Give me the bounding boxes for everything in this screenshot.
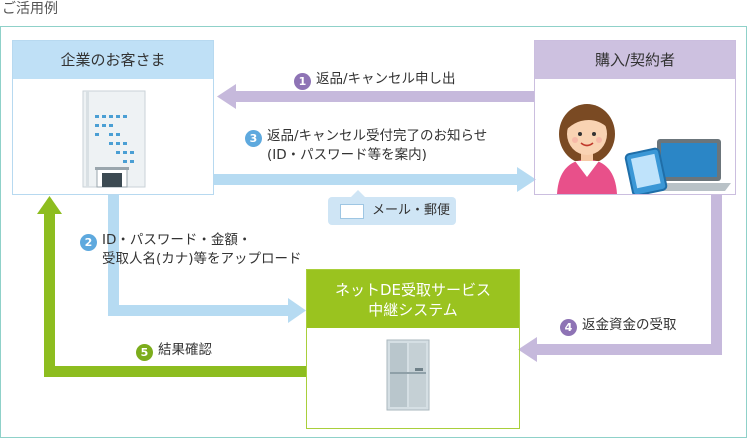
step-1-number-badge: 1: [294, 73, 311, 90]
step-3-label: 3 返品/キャンセル受付完了のお知らせ: [245, 127, 487, 147]
page-title: ご活用例: [2, 1, 58, 17]
diagram-frame: [0, 26, 747, 438]
step-3-number-badge: 3: [245, 130, 262, 147]
step-3-text-line1: 返品/キャンセル受付完了のお知らせ: [267, 128, 488, 144]
step-2-text-line1: ID・パスワード・金額・: [102, 232, 252, 248]
step-2-number-badge: 2: [80, 234, 97, 251]
step-4-label: 4 返金資金の受取: [560, 316, 677, 336]
office-building-icon: [82, 90, 146, 188]
relay-system-title-line2: 中継システム: [368, 301, 458, 319]
arrow-step-2: [108, 195, 306, 323]
server-rack-icon: [386, 339, 430, 411]
mail-badge-pointer: [351, 190, 365, 197]
step-2-label: 2 ID・パスワード・金額・: [80, 231, 251, 251]
step-5-text: 結果確認: [158, 342, 212, 358]
client-node: 企業のお客さま: [12, 40, 214, 195]
buyer-node: 購入/契約者: [534, 40, 736, 195]
step-1-text: 返品/キャンセル申し出: [316, 71, 456, 87]
person-with-devices-icon: [557, 104, 731, 194]
relay-system-title-line1: ネットDE受取サービス: [334, 281, 492, 299]
step-4-number-badge: 4: [560, 319, 577, 336]
mail-post-badge: メール・郵便: [328, 197, 456, 225]
client-node-title: 企業のお客さま: [13, 41, 213, 79]
arrow-step-4: [518, 195, 722, 362]
arrow-step-5: [37, 196, 306, 377]
relay-system-node-title: ネットDE受取サービス 中継システム: [307, 270, 519, 328]
step-5-label: 5 結果確認: [136, 341, 212, 361]
step-5-number-badge: 5: [136, 344, 153, 361]
mail-post-badge-label: メール・郵便: [372, 203, 451, 218]
arrow-step-1: [217, 84, 534, 109]
step-1-label: 1 返品/キャンセル申し出: [294, 70, 456, 90]
arrow-step-3: [214, 167, 536, 192]
step-4-text: 返金資金の受取: [582, 317, 677, 333]
step-3-text-line2: (ID・パスワード等を案内): [267, 147, 427, 163]
relay-system-node: ネットDE受取サービス 中継システム: [306, 269, 520, 429]
envelope-icon: [340, 204, 364, 219]
step-2-text-line2: 受取人名(カナ)等をアップロード: [102, 251, 302, 267]
buyer-node-title: 購入/契約者: [535, 41, 735, 79]
